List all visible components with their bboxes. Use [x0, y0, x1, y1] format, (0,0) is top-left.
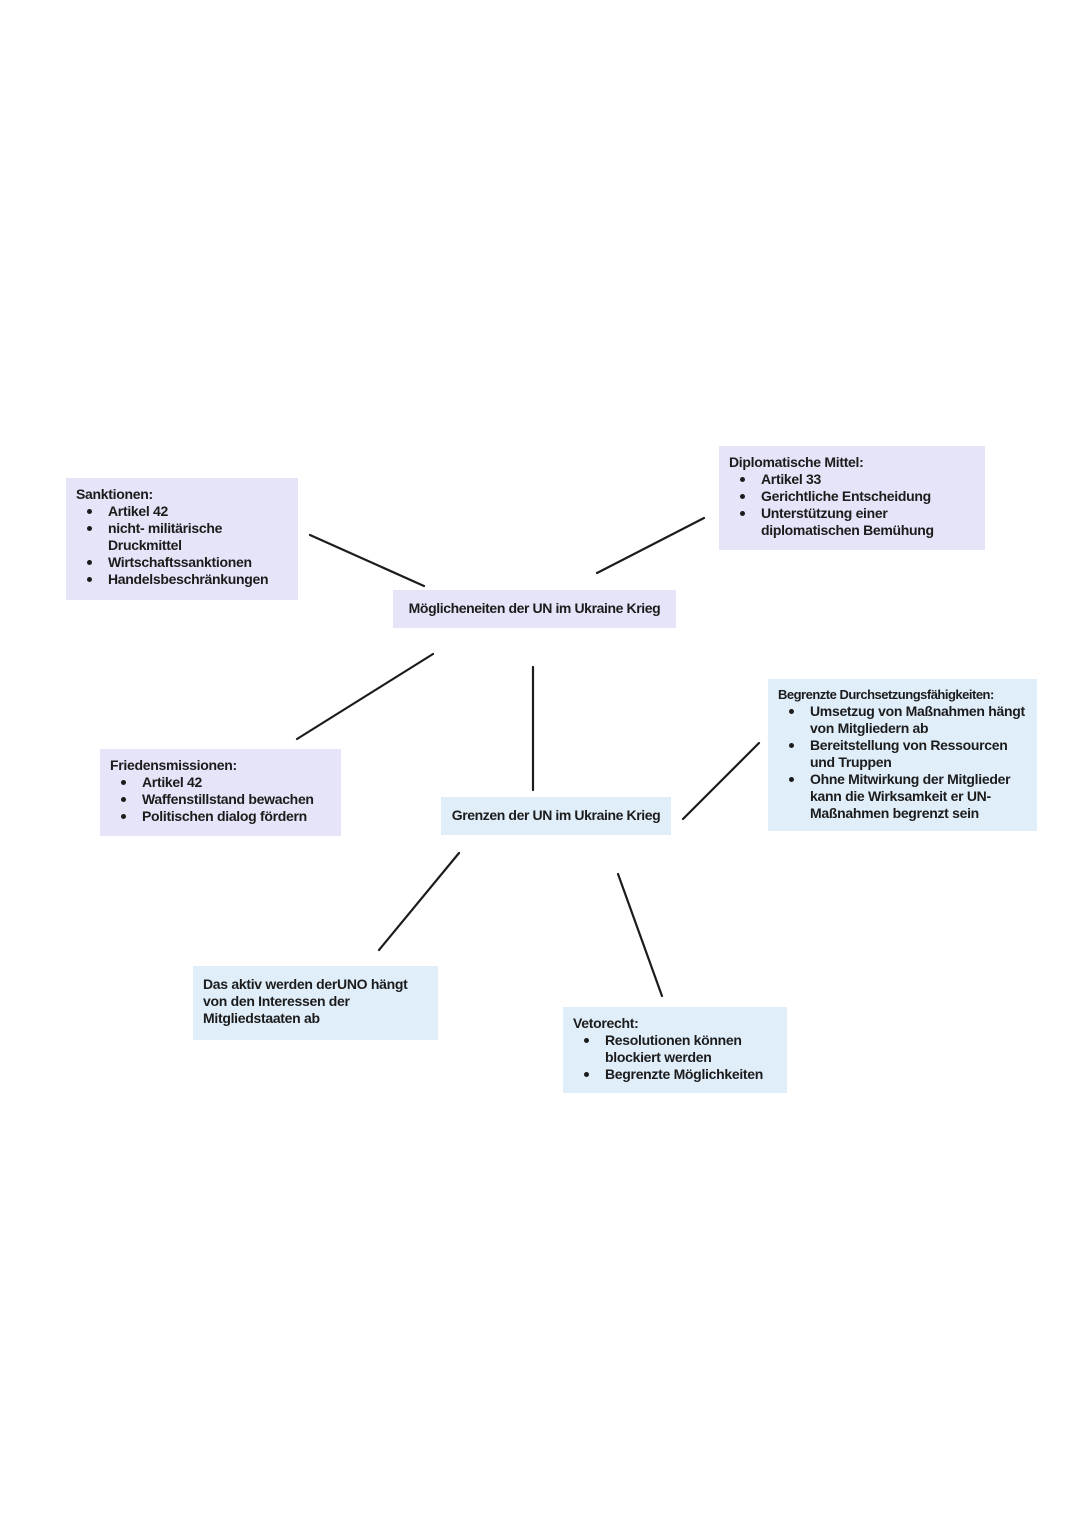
- bullet-item: Gerichtliche Entscheidung: [729, 488, 979, 505]
- node-dasaktiv-text: Das aktiv werden derUNO hängt von den In…: [203, 976, 408, 1027]
- node-sanktionen[interactable]: Sanktionen: Artikel 42 nicht- militärisc…: [66, 478, 298, 600]
- node-diplomatische-bullets: Artikel 33 Gerichtliche Entscheidung Unt…: [729, 471, 979, 539]
- node-vetorecht-bullets: Resolutionen können blockiert werden Beg…: [573, 1032, 781, 1083]
- connector-grenzen-begrenzte: [681, 741, 761, 821]
- node-begrenzte-bullets: Umsetzug von Maßnahmen hängt von Mitglie…: [778, 703, 1031, 823]
- bullet-item: Wirtschaftssanktionen: [76, 554, 292, 571]
- bullet-item: Politischen dialog fördern: [110, 808, 335, 825]
- connector-moeglichkeiten-friedensmissionen: [295, 652, 435, 741]
- node-moeglichkeiten-central[interactable]: Möglicheneiten der UN im Ukraine Krieg: [393, 590, 676, 628]
- node-grenzen-label: Grenzen der UN im Ukraine Krieg: [451, 807, 661, 824]
- node-sanktionen-bullets: Artikel 42 nicht- militärische Druckmitt…: [76, 503, 292, 588]
- bullet-item: Begrenzte Möglichkeiten: [573, 1066, 781, 1083]
- node-friedensmissionen-bullets: Artikel 42 Waffenstillstand bewachen Pol…: [110, 774, 335, 825]
- connector-sanktionen-moeglichkeiten: [308, 533, 426, 588]
- node-das-aktiv-werden[interactable]: Das aktiv werden derUNO hängt von den In…: [193, 966, 438, 1040]
- bullet-item: nicht- militärische Druckmittel: [76, 520, 292, 554]
- bullet-item: Ohne Mitwirkung der Mitglieder kann die …: [778, 771, 1031, 822]
- bullet-item: Artikel 33: [729, 471, 979, 488]
- node-diplomatische-title: Diplomatische Mittel:: [729, 454, 864, 470]
- bullet-item: Umsetzug von Maßnahmen hängt von Mitglie…: [778, 703, 1031, 737]
- node-begrenzte-durchsetzungsfaehigkeiten[interactable]: Begrenzte Durchsetzungsfähigkeiten: Umse…: [768, 679, 1037, 831]
- node-grenzen-central[interactable]: Grenzen der UN im Ukraine Krieg: [441, 797, 671, 835]
- bullet-item: Waffenstillstand bewachen: [110, 791, 335, 808]
- node-sanktionen-title: Sanktionen:: [76, 486, 153, 502]
- bullet-item: Handelsbeschränkungen: [76, 571, 292, 588]
- node-begrenzte-title: Begrenzte Durchsetzungsfähigkeiten:: [778, 687, 994, 702]
- node-diplomatische-mittel[interactable]: Diplomatische Mittel: Artikel 33 Gericht…: [719, 446, 985, 550]
- connector-grenzen-dasaktiv: [377, 851, 461, 952]
- bullet-item: Bereitstellung von Ressourcen und Truppe…: [778, 737, 1031, 771]
- node-friedensmissionen-title: Friedensmissionen:: [110, 757, 237, 773]
- node-vetorecht-title: Vetorecht:: [573, 1015, 639, 1031]
- bullet-item: Resolutionen können blockiert werden: [573, 1032, 781, 1066]
- node-moeglichkeiten-label: Möglicheneiten der UN im Ukraine Krieg: [408, 600, 661, 617]
- node-vetorecht[interactable]: Vetorecht: Resolutionen können blockiert…: [563, 1007, 787, 1093]
- node-friedensmissionen[interactable]: Friedensmissionen: Artikel 42 Waffenstil…: [100, 749, 341, 836]
- bullet-item: Unterstützung einer diplomatischen Bemüh…: [729, 505, 979, 539]
- connector-grenzen-vetorecht: [616, 872, 664, 998]
- connector-diplomatische-moeglichkeiten: [595, 516, 706, 575]
- bullet-item: Artikel 42: [76, 503, 292, 520]
- bullet-item: Artikel 42: [110, 774, 335, 791]
